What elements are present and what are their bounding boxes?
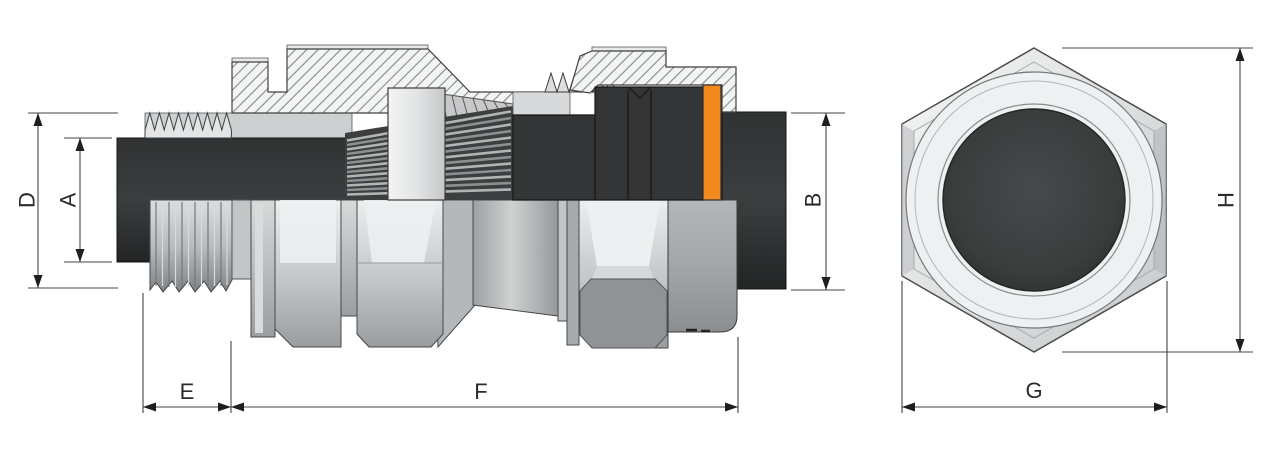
arrowhead [33,275,43,288]
face-chamfer-circle [914,80,1154,320]
arrowhead [902,402,915,412]
joint-ring-1 [557,199,568,322]
arrowhead [218,402,231,412]
arrowhead [231,402,244,412]
end-view [901,47,1167,353]
dimension-label-f: F [474,379,487,404]
joint-ring-2 [566,199,580,346]
dimension-F: F [231,337,739,413]
backnut-section-hatch [569,50,737,113]
body-hex-main-face [364,200,436,263]
middle-cylinder [472,199,559,317]
dimension-label-d: D [15,192,40,208]
entry-flange-highlight [255,203,263,333]
entry-thread-ridges [155,202,228,287]
arrowhead [1235,339,1245,352]
arrowhead [821,277,831,290]
hex-chamfer-line [913,61,1155,339]
arrowhead [75,249,85,262]
end-cap [667,199,738,333]
backnut-external [578,199,738,349]
arrowhead [75,138,85,151]
section-view [116,44,787,349]
dimension-label-b: B [801,193,826,208]
clamp-ring [387,87,446,201]
arrowhead [821,113,831,126]
dimension-label-e: E [180,379,195,404]
arrowhead [1154,402,1167,412]
arrowhead [725,402,738,412]
dimension-B: B [791,112,845,291]
dimension-A: A [56,137,112,263]
dimension-H: H [1062,47,1253,353]
arrowhead [33,113,43,126]
backnut-hex-band [592,266,654,279]
dimension-label-h: H [1214,192,1239,208]
backnut-hex-face [586,200,660,266]
seal-accent-ring [702,84,722,201]
backnut-thread-root [512,91,571,116]
gland-body-external [149,199,580,349]
entry-thread-section-profile [144,111,232,139]
entry-neck [231,199,252,280]
dimension-E: E [142,293,232,413]
dimension-G: G [901,281,1168,413]
entry-thread-external [149,199,233,293]
dimension-label-g: G [1025,378,1042,403]
dimension-label-a: A [56,192,81,207]
arrowhead [143,402,156,412]
arrowhead [1235,48,1245,61]
backnut-hex-bottom-face [579,278,668,349]
dimensions: D A B E [15,47,1253,413]
body-hex-front-face [280,200,336,263]
dimension-D: D [15,112,118,289]
cable-bore [942,108,1126,292]
spacer-ring [340,199,358,317]
bore-edge-circle [937,103,1131,297]
